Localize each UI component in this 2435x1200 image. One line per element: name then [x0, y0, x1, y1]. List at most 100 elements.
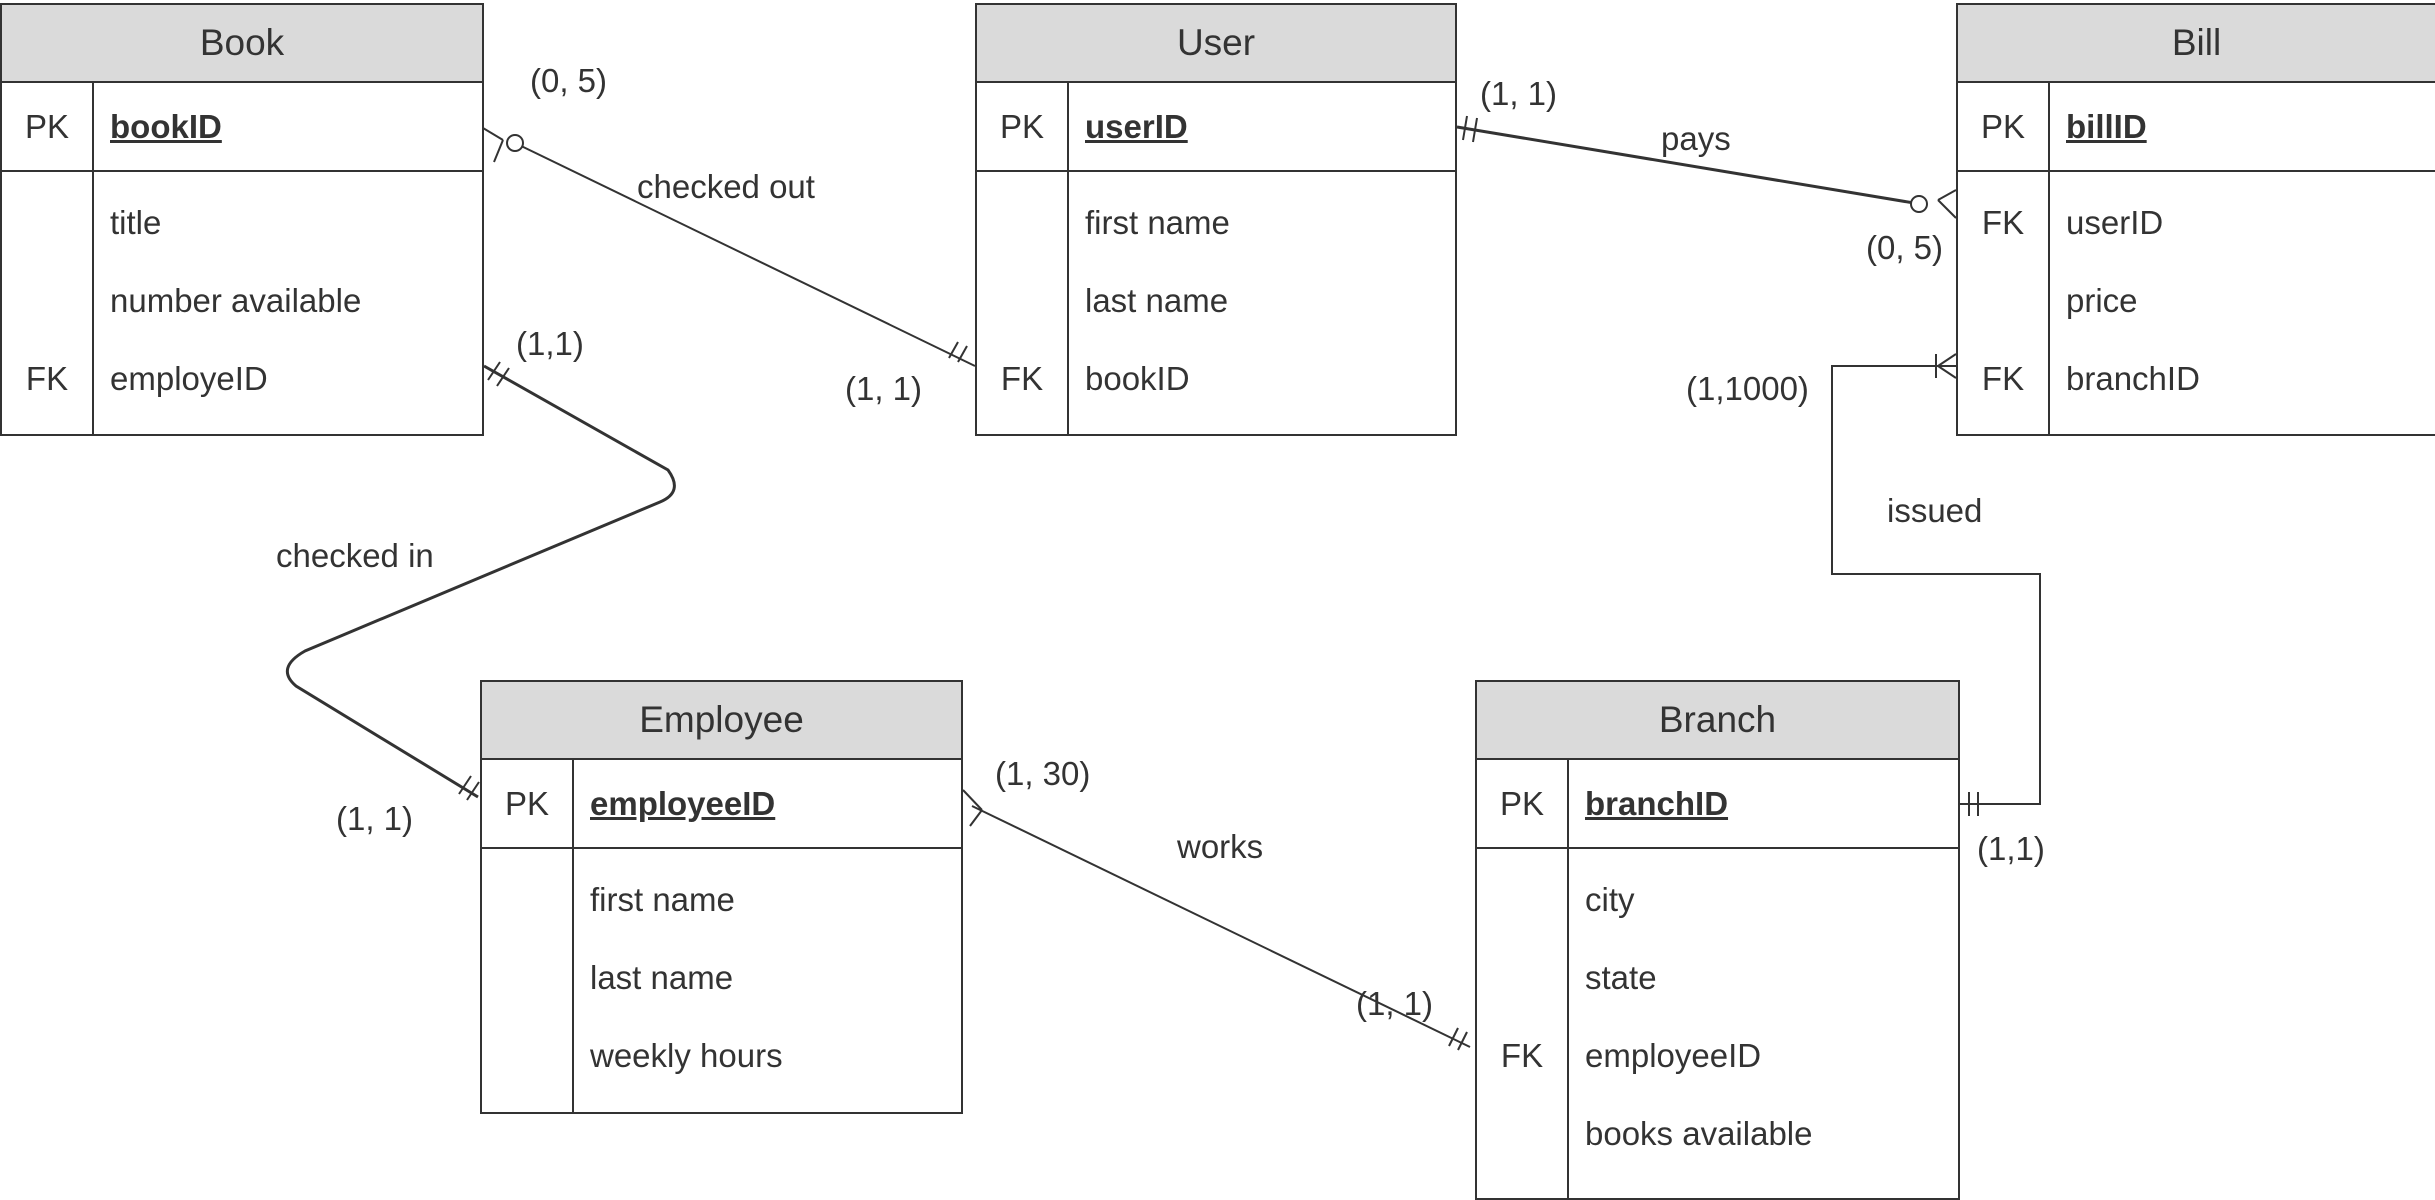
- field-name: first name: [590, 881, 735, 918]
- crowfoot-bill-fk-bottom: [1937, 365, 1957, 379]
- key-label: PK: [24, 107, 70, 145]
- rel-pays-label: pays: [1661, 120, 1731, 157]
- column-divider: [2048, 83, 2050, 434]
- field-name: state: [1585, 959, 1657, 996]
- card-pays-user: (1, 1): [1480, 75, 1557, 112]
- column-divider: [1567, 760, 1569, 1198]
- key-label: FK: [1981, 360, 2025, 397]
- field-name: books available: [1585, 1115, 1813, 1152]
- optional-circle-book: [506, 134, 524, 152]
- primary-key-row[interactable]: PK branchID: [1477, 760, 1958, 849]
- rel-works-label: works: [1176, 828, 1263, 865]
- attribute-row[interactable]: weekly hours: [482, 1017, 961, 1095]
- rel-checked-out-label: checked out: [637, 168, 815, 205]
- attribute-row[interactable]: first name: [482, 861, 961, 939]
- column-divider: [92, 83, 94, 434]
- one-bar-pays-user-1: [1462, 115, 1468, 141]
- field-name: title: [110, 204, 162, 241]
- entity-branch[interactable]: Branch PK branchID city state FK employe…: [1475, 680, 1960, 1200]
- field-name: employeeID: [590, 784, 776, 822]
- works-line[interactable]: [971, 805, 1471, 1048]
- checked-out-line[interactable]: [514, 142, 976, 367]
- entity-user[interactable]: User PK userID first name last name FK b…: [975, 3, 1457, 436]
- key-label: FK: [1981, 204, 2025, 241]
- crowfoot-bill-top: [1937, 189, 1957, 201]
- one-bar-employee-2: [466, 781, 480, 801]
- attribute-row[interactable]: FK userID: [1958, 184, 2435, 262]
- key-label: PK: [504, 784, 550, 822]
- field-name: last name: [590, 959, 734, 996]
- field-name: branchID: [2066, 360, 2200, 397]
- card-checked-out-book: (0, 5): [530, 62, 607, 99]
- key-label: FK: [25, 360, 69, 397]
- entity-title: Bill: [1958, 5, 2435, 83]
- key-label: FK: [1500, 1037, 1544, 1074]
- pays-line[interactable]: [1456, 125, 1921, 206]
- card-checked-in-employee: (1, 1): [336, 800, 413, 837]
- one-bar-user-1: [948, 341, 959, 359]
- rel-issued-label: issued: [1887, 492, 1982, 529]
- one-bar-branch-1: [1448, 1027, 1459, 1047]
- primary-key-row[interactable]: PK bookID: [2, 83, 482, 172]
- field-name: number available: [110, 282, 362, 319]
- attribute-row[interactable]: FK branchID: [1958, 340, 2435, 418]
- attribute-row[interactable]: state: [1477, 939, 1958, 1017]
- attribute-row[interactable]: city: [1477, 861, 1958, 939]
- field-name: price: [2066, 282, 2138, 319]
- crowfoot-book-bottom: [493, 139, 504, 163]
- field-name: bookID: [1085, 360, 1190, 397]
- crowfoot-employee-top: [962, 789, 983, 811]
- field-name: userID: [1085, 107, 1188, 145]
- entity-title: Branch: [1477, 682, 1958, 760]
- field-name: city: [1585, 881, 1635, 918]
- attribute-row[interactable]: first name: [977, 184, 1455, 262]
- rel-checked-in-label: checked in: [276, 537, 434, 574]
- card-works-employee: (1, 30): [995, 755, 1090, 792]
- attribute-row[interactable]: books available: [1477, 1095, 1958, 1173]
- one-bar-branch-2: [1457, 1031, 1468, 1051]
- crowfoot-employee-bottom: [969, 809, 983, 827]
- attribute-row[interactable]: number available: [2, 262, 482, 340]
- attribute-row[interactable]: title: [2, 184, 482, 262]
- card-checked-in-book: (1,1): [516, 325, 584, 362]
- field-name: employeeID: [1585, 1037, 1762, 1074]
- field-name: first name: [1085, 204, 1230, 241]
- field-name: billID: [2066, 107, 2147, 145]
- optional-circle-bill: [1910, 195, 1928, 213]
- card-works-branch: (1, 1): [1356, 985, 1433, 1022]
- crowfoot-bill-bottom: [1937, 199, 1957, 219]
- checked-in-line[interactable]: [285, 364, 676, 799]
- column-divider: [572, 760, 574, 1112]
- one-bar-pays-user-2: [1472, 117, 1478, 143]
- attribute-row[interactable]: FK employeID: [2, 340, 482, 418]
- key-label: PK: [1980, 107, 2026, 145]
- primary-key-row[interactable]: PK billID: [1958, 83, 2435, 172]
- attribute-row[interactable]: FK bookID: [977, 340, 1455, 418]
- card-issued-branch: (1,1): [1977, 830, 2045, 867]
- field-name: weekly hours: [590, 1037, 783, 1074]
- field-name: branchID: [1585, 784, 1729, 822]
- entity-employee[interactable]: Employee PK employeeID first name last n…: [480, 680, 963, 1114]
- primary-key-row[interactable]: PK employeeID: [482, 760, 961, 849]
- card-issued-bill: (1,1000): [1686, 370, 1809, 407]
- primary-key-row[interactable]: PK userID: [977, 83, 1455, 172]
- one-bar-book-fk-1: [487, 361, 501, 381]
- one-bar-user-2: [957, 345, 968, 363]
- attribute-row[interactable]: last name: [482, 939, 961, 1017]
- card-pays-bill: (0, 5): [1866, 229, 1943, 266]
- field-name: last name: [1085, 282, 1229, 319]
- key-label: PK: [999, 107, 1045, 145]
- attribute-row[interactable]: FK employeeID: [1477, 1017, 1958, 1095]
- card-checked-out-user: (1, 1): [845, 370, 922, 407]
- entity-book[interactable]: Book PK bookID title number available FK…: [0, 3, 484, 436]
- entity-bill[interactable]: Bill PK billID FK userID price FK branch…: [1956, 3, 2435, 436]
- column-divider: [1067, 83, 1069, 434]
- crowfoot-bill-fk-top: [1937, 353, 1957, 367]
- attribute-row[interactable]: price: [1958, 262, 2435, 340]
- one-bar-employee-1: [458, 775, 472, 795]
- field-name: userID: [2066, 204, 2164, 241]
- entity-title: User: [977, 5, 1455, 83]
- issued-line[interactable]: [1831, 365, 2041, 805]
- attribute-row[interactable]: last name: [977, 262, 1455, 340]
